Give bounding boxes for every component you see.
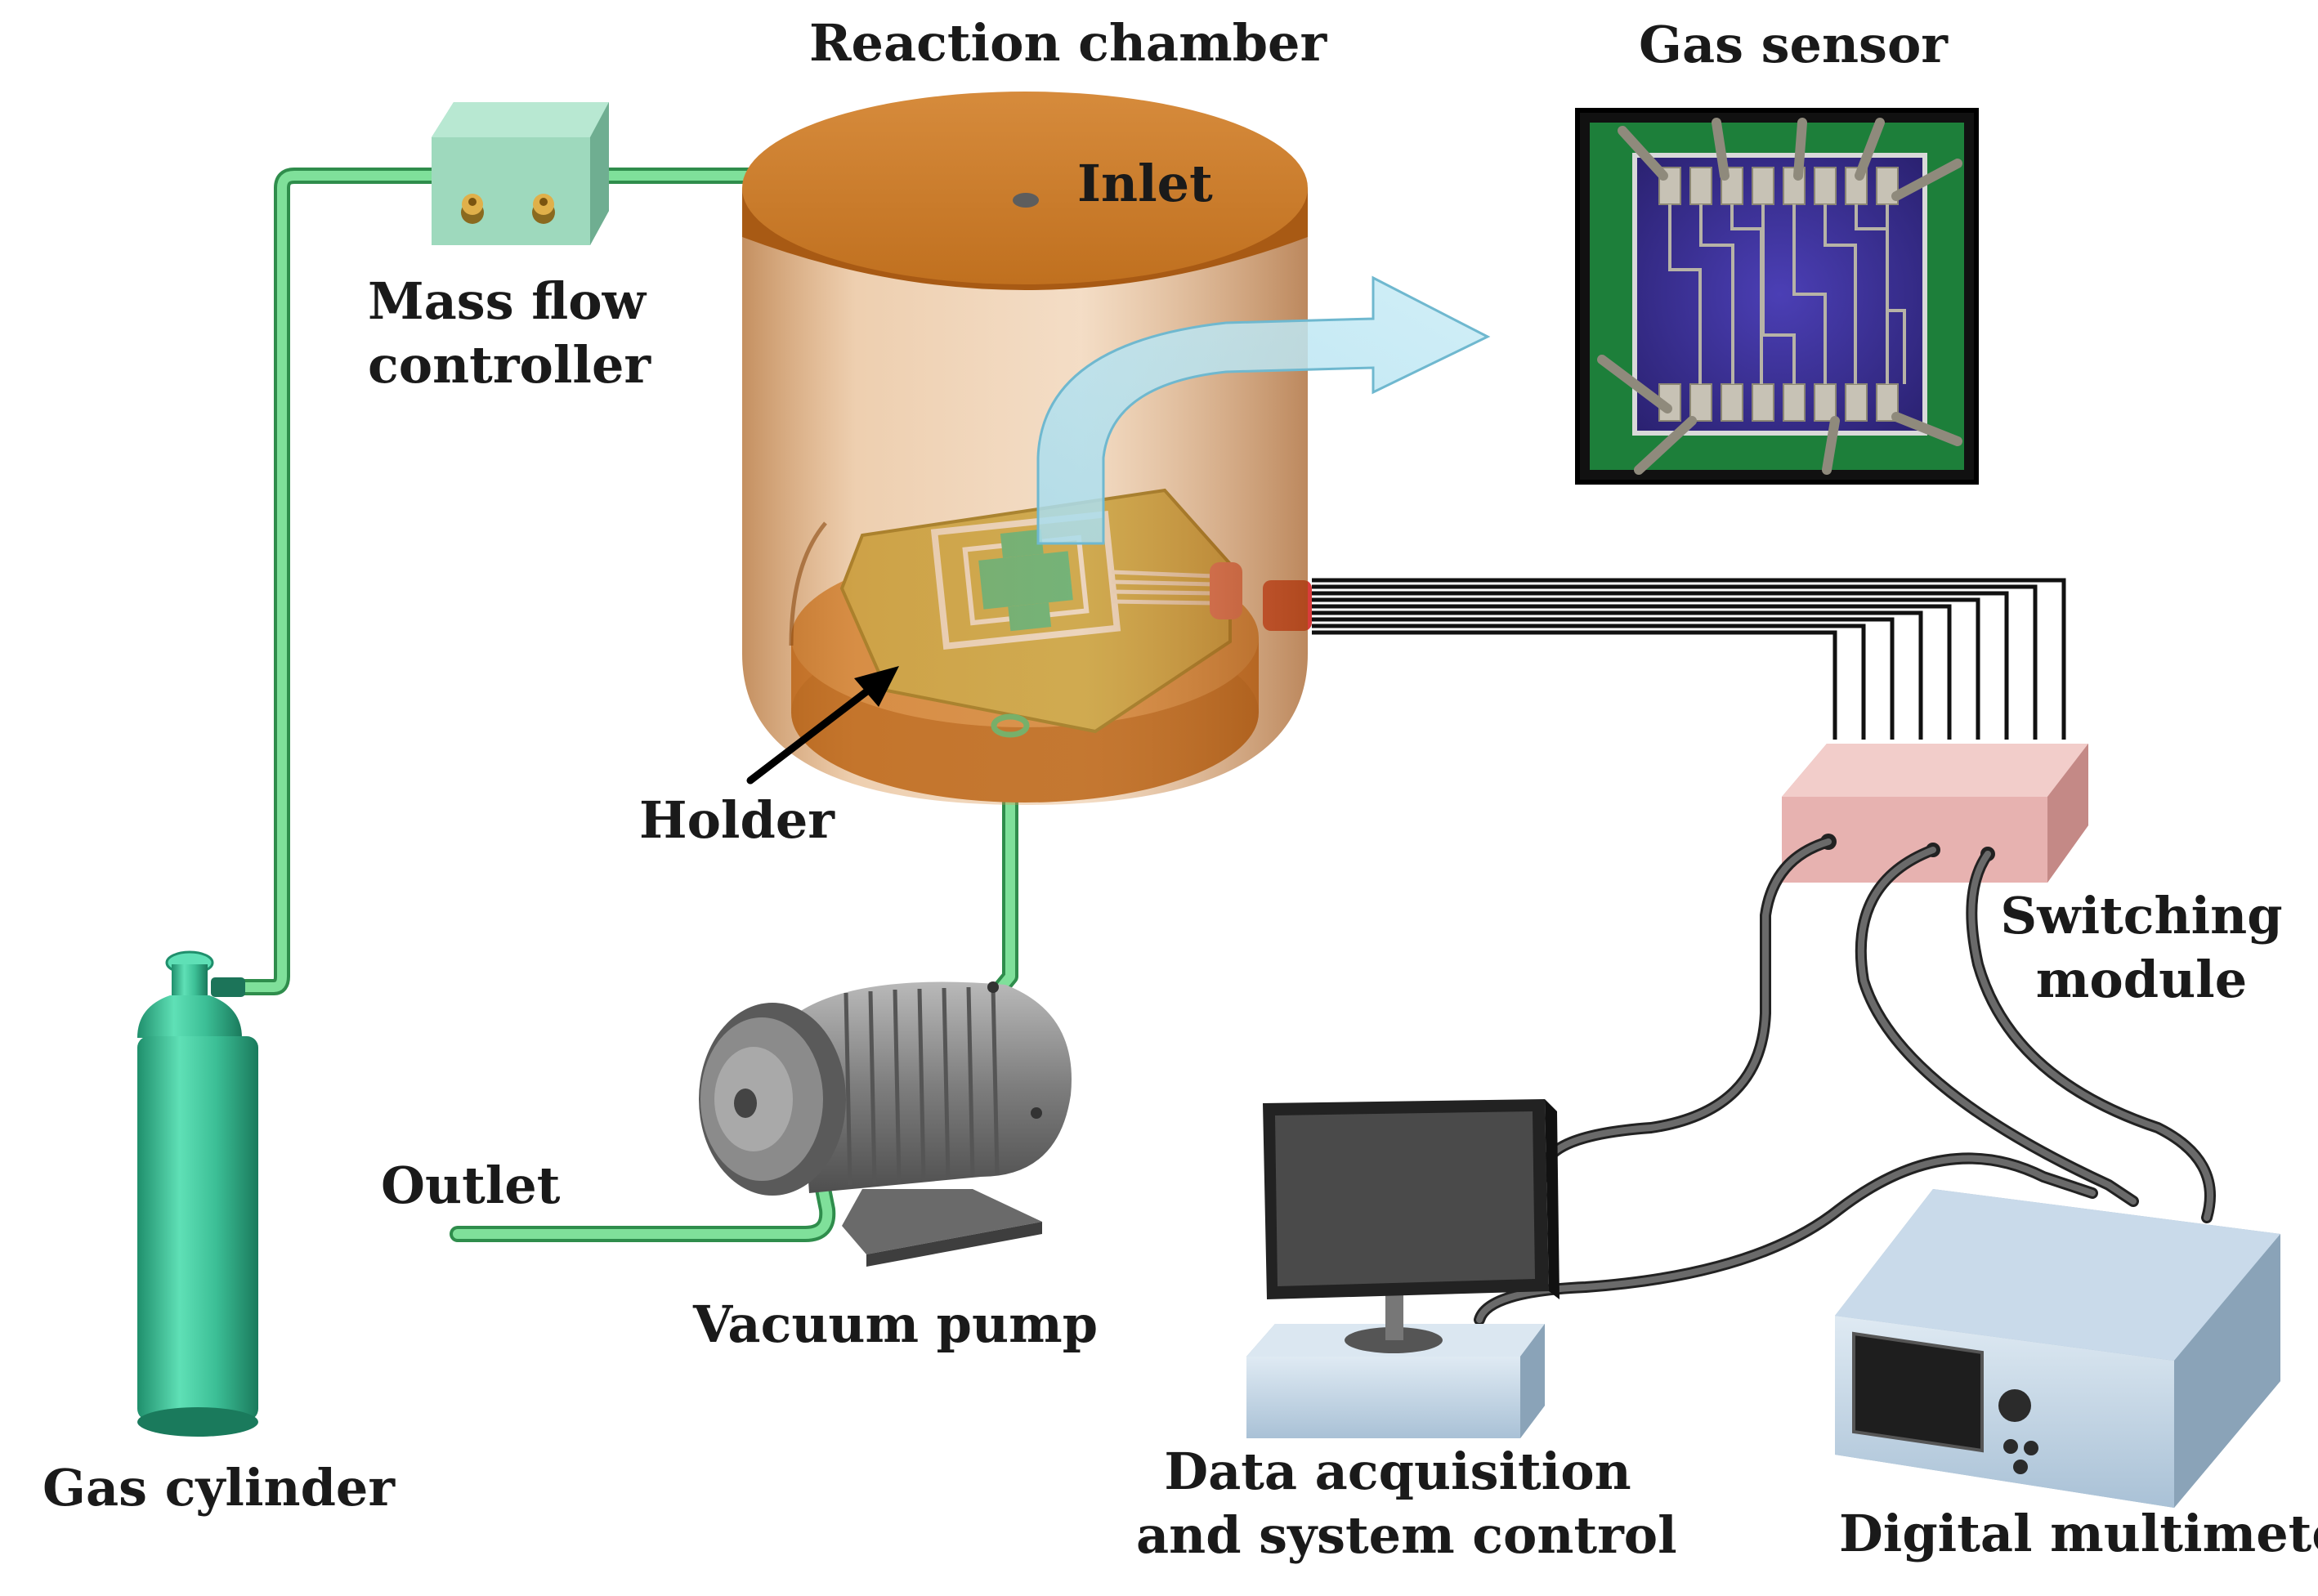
switching-module [1782, 744, 2088, 883]
outlet-label: Outlet [381, 1156, 561, 1215]
switching-module-label: Switching module [1994, 884, 2289, 1012]
sensor-traces [1668, 204, 1906, 384]
vacuum-pump-label: Vacuum pump [693, 1294, 1099, 1354]
inlet-label: Inlet [1077, 154, 1213, 213]
signal-cables [1474, 836, 2216, 1326]
gas-sensor-photo [1575, 108, 1979, 485]
multimeter-display [1852, 1331, 1984, 1453]
switching-module-label-line1: Switching [2000, 886, 2283, 946]
button-icon [2013, 1460, 2028, 1474]
switching-module-label-line2: module [2035, 950, 2248, 1009]
mass-flow-controller [432, 102, 609, 245]
mass-flow-controller-label: Mass flow controller [368, 270, 651, 397]
knob-icon [461, 194, 484, 224]
gas-cylinder-label: Gas cylinder [43, 1458, 396, 1518]
inlet-port [1013, 193, 1039, 208]
probe-needles [1597, 118, 1962, 475]
cooling-fins [844, 986, 1000, 1186]
reaction-chamber [742, 92, 1312, 805]
data-acquisition-computer [1246, 1099, 1560, 1438]
mass-flow-controller-label-line2: controller [368, 335, 651, 395]
zoom-arrow [1036, 275, 1491, 545]
data-acquisition-label-line1: Data acquisition [1164, 1442, 1631, 1501]
gas-cylinder [137, 950, 258, 1437]
holder-pointer-arrow [746, 666, 899, 785]
cable-bundle [1312, 578, 2066, 740]
reaction-chamber-label: Reaction chamber [809, 13, 1327, 73]
data-acquisition-label-line2: and system control [1136, 1505, 1677, 1565]
digital-multimeter-label: Digital multimeter [1839, 1504, 2318, 1563]
dial-icon [1998, 1389, 2031, 1422]
button-icon [2024, 1441, 2038, 1455]
button-icon [2003, 1439, 2018, 1454]
data-acquisition-label: Data acquisition and system control [1136, 1440, 1677, 1567]
digital-multimeter [1835, 1189, 2280, 1508]
vacuum-pump [699, 981, 1072, 1267]
gas-sensor-label: Gas sensor [1639, 15, 1948, 74]
monitor [1263, 1099, 1560, 1299]
mass-flow-controller-label-line1: Mass flow [368, 271, 647, 331]
knob-icon [532, 194, 555, 224]
holder-label: Holder [639, 790, 835, 850]
